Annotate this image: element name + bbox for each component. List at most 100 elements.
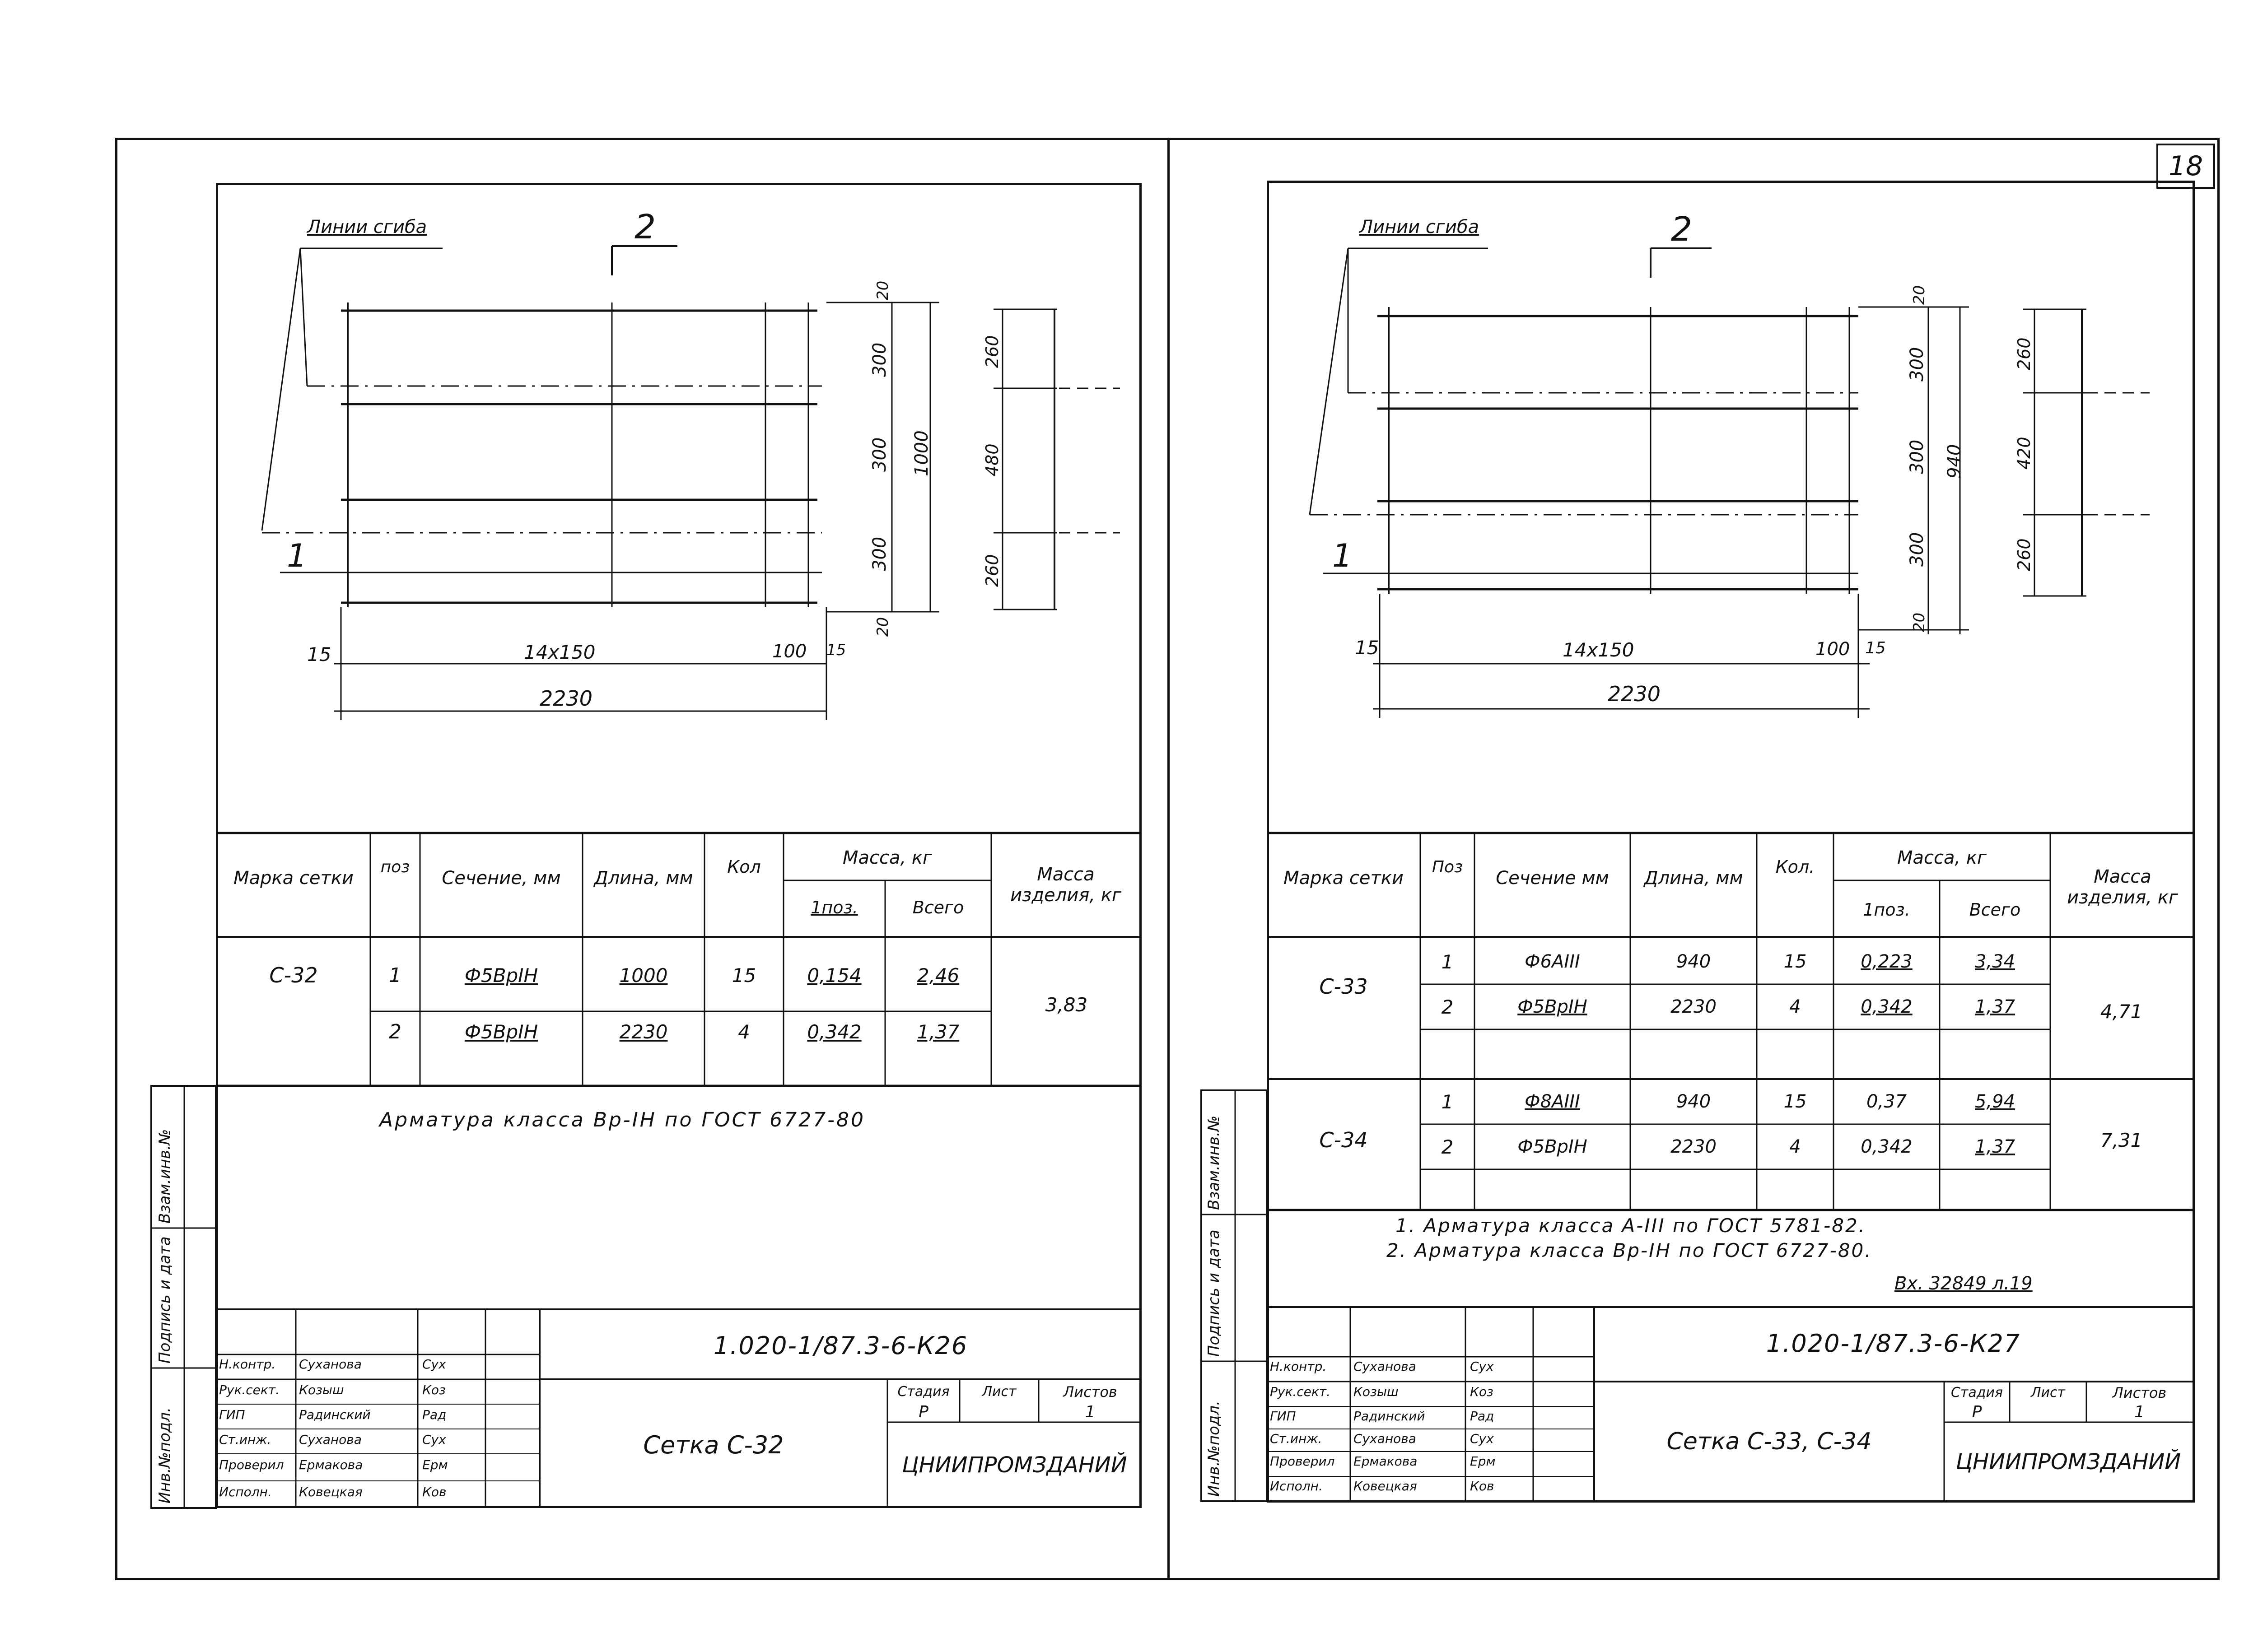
right-th-mark: Марка сетки bbox=[1283, 868, 1404, 889]
right-section-label: 2 bbox=[1671, 210, 1693, 249]
right-dim-bar-spacing: 14x150 bbox=[1563, 639, 1634, 661]
left-row1-pos: 1 bbox=[389, 963, 401, 987]
right-r3-all: 5,94 bbox=[1974, 1091, 2015, 1112]
left-role-2: ГИП bbox=[219, 1407, 245, 1422]
left-row1-item: 3,83 bbox=[1045, 993, 1088, 1016]
right-dim-section-420: 420 bbox=[2014, 437, 2034, 470]
right-r4-section: Ф5ВрIН bbox=[1517, 1136, 1587, 1157]
right-r3-one: 0,37 bbox=[1866, 1091, 1907, 1112]
left-callout-bend-line: Линии сгиба bbox=[307, 217, 427, 237]
right-role-5: Исполн. bbox=[1270, 1479, 1323, 1494]
left-signature-1: Коз bbox=[422, 1382, 446, 1397]
right-r2-section: Ф5ВрIН bbox=[1517, 996, 1587, 1017]
left-row1-qty: 15 bbox=[732, 964, 756, 987]
right-signature-2: Рад bbox=[1470, 1409, 1494, 1424]
left-dim-15: 15 bbox=[307, 643, 331, 665]
left-position-label: 1 bbox=[287, 537, 307, 574]
left-row1-mark: С-32 bbox=[269, 963, 318, 987]
right-sheets-header: Листов bbox=[2112, 1384, 2167, 1401]
left-row2-length: 2230 bbox=[619, 1020, 668, 1043]
left-row2-section: Ф5ВрIН bbox=[464, 1020, 538, 1043]
left-name-2: Радинский bbox=[299, 1407, 371, 1422]
left-org: ЦНИИПРОМЗДАНИЙ bbox=[902, 1452, 1127, 1478]
left-dim-section-480: 480 bbox=[982, 443, 1002, 476]
right-th-section: Сечение мм bbox=[1496, 868, 1609, 889]
right-side-label-inv: Инв.№подл. bbox=[1205, 1401, 1223, 1497]
right-sheet-header: Лист bbox=[2030, 1385, 2066, 1401]
left-signature-2: Рад bbox=[422, 1407, 447, 1422]
right-dim-100: 100 bbox=[1815, 639, 1850, 660]
right-r4-all: 1,37 bbox=[1974, 1136, 2015, 1157]
left-th-mass-all: Всего bbox=[912, 898, 964, 917]
left-th-length: Длина, мм bbox=[594, 868, 693, 889]
right-th-mass: Масса, кг bbox=[1897, 847, 1987, 868]
right-dim-section-260-top: 260 bbox=[2014, 337, 2034, 370]
left-row2-one: 0,342 bbox=[807, 1020, 862, 1043]
left-name-3: Суханова bbox=[299, 1432, 362, 1447]
right-callout-bend-line: Линии сгиба bbox=[1359, 217, 1479, 237]
right-r4-one: 0,342 bbox=[1861, 1136, 1913, 1157]
right-r3-length: 940 bbox=[1676, 1091, 1711, 1112]
right-side-label-sign: Подпись и дата bbox=[1205, 1229, 1223, 1357]
right-note-1: 1. Арматура класса А-III по ГОСТ 5781-82… bbox=[1395, 1215, 1866, 1237]
right-dim-300-b: 300 bbox=[1907, 439, 1927, 474]
right-stage-value: Р bbox=[1972, 1403, 1982, 1421]
left-side-label-inv: Инв.№подл. bbox=[156, 1407, 174, 1503]
left-signature-5: Ков bbox=[422, 1484, 447, 1499]
left-role-4: Проверил bbox=[219, 1457, 284, 1472]
right-r1-length: 940 bbox=[1676, 951, 1711, 972]
right-name-2: Радинский bbox=[1353, 1409, 1425, 1424]
left-dim-20-top: 20 bbox=[874, 280, 892, 300]
right-th-mass-one: 1поз. bbox=[1863, 900, 1910, 920]
left-signature-0: Сух bbox=[422, 1357, 446, 1372]
left-dim-section-260-bottom: 260 bbox=[982, 554, 1002, 587]
right-side-label-replace: Взам.инв.№ bbox=[1205, 1115, 1223, 1210]
left-th-qty: Кол bbox=[727, 857, 761, 877]
right-dim-300-c: 300 bbox=[1907, 532, 1927, 567]
left-role-3: Ст.инж. bbox=[219, 1432, 271, 1447]
right-dim-15-right: 15 bbox=[1865, 639, 1886, 657]
left-note: Арматура класса Вр-IН по ГОСТ 6727-80 bbox=[379, 1108, 866, 1131]
left-dim-15-right: 15 bbox=[826, 641, 846, 659]
right-name-4: Ермакова bbox=[1353, 1454, 1418, 1469]
left-sheets-value: 1 bbox=[1085, 1403, 1096, 1421]
left-dim-300-b: 300 bbox=[869, 437, 890, 472]
left-stage-value: Р bbox=[919, 1403, 928, 1421]
sheet-divider bbox=[1167, 138, 1170, 1580]
right-dim-total-width: 940 bbox=[1944, 444, 1965, 479]
left-th-mass-one: 1поз. bbox=[811, 898, 858, 917]
right-stage-header: Стадия bbox=[1950, 1385, 2003, 1401]
right-th-mass-item: Масса изделия, кг bbox=[2067, 866, 2178, 908]
left-row1-section: Ф5ВрIН bbox=[464, 964, 538, 987]
right-r2-length: 2230 bbox=[1670, 996, 1717, 1017]
left-section-label: 2 bbox=[634, 208, 656, 247]
right-inner-frame bbox=[1267, 181, 2195, 1503]
left-dim-total-width: 1000 bbox=[911, 430, 932, 476]
left-name-0: Суханова bbox=[299, 1357, 362, 1372]
left-th-mass-item: Масса изделия, кг bbox=[1010, 864, 1121, 906]
right-stamp-ref: Вх. 32849 л.19 bbox=[1894, 1273, 2033, 1294]
right-th-length: Длина, мм bbox=[1644, 868, 1743, 889]
left-name-5: Ковецкая bbox=[299, 1484, 363, 1499]
right-doc-code: 1.020-1/87.3-6-К27 bbox=[1766, 1329, 2021, 1358]
left-row2-all: 1,37 bbox=[917, 1020, 960, 1043]
right-signature-0: Сух bbox=[1470, 1359, 1494, 1374]
left-doc-code: 1.020-1/87.3-6-К26 bbox=[713, 1331, 968, 1360]
right-dim-15: 15 bbox=[1355, 637, 1379, 659]
left-signature-3: Сух bbox=[422, 1432, 446, 1447]
right-org: ЦНИИПРОМЗДАНИЙ bbox=[1955, 1449, 2181, 1475]
right-doc-title: Сетка С-33, С-34 bbox=[1666, 1428, 1872, 1455]
left-doc-title: Сетка С-32 bbox=[643, 1430, 784, 1459]
left-sheet-header: Лист bbox=[982, 1384, 1017, 1400]
right-r4-qty: 4 bbox=[1789, 1136, 1801, 1157]
right-signature-1: Коз bbox=[1470, 1384, 1493, 1399]
right-r2-one: 0,342 bbox=[1861, 996, 1913, 1017]
left-th-mass: Масса, кг bbox=[842, 847, 933, 868]
right-r2-qty: 4 bbox=[1789, 996, 1801, 1017]
left-th-pos: поз bbox=[380, 857, 410, 876]
left-dim-bar-spacing: 14x150 bbox=[524, 641, 596, 663]
left-role-1: Рук.сект. bbox=[219, 1382, 280, 1397]
right-r1-item: 4,71 bbox=[2100, 1000, 2143, 1023]
left-side-label-sign: Подпись и дата bbox=[156, 1236, 174, 1363]
